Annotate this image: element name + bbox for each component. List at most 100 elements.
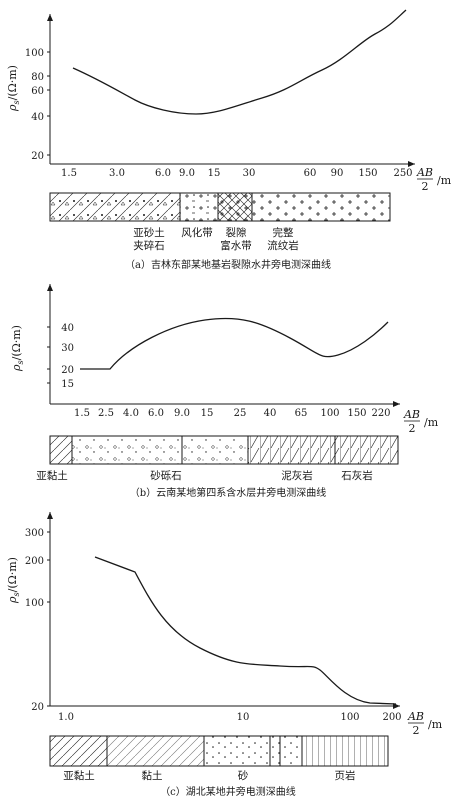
rho-unit: /(Ω·m) <box>6 557 19 592</box>
x-tick-label: 25 <box>234 408 247 419</box>
y-tick-label: 15 <box>61 379 74 390</box>
strata-column <box>49 735 389 767</box>
y-tick-label: 100 <box>25 598 44 609</box>
x-tick-label: 150 <box>358 168 377 179</box>
x-tick-label: 4.0 <box>123 408 139 419</box>
caption-c: （c）湖北某地井旁电测深曲线 <box>160 785 296 798</box>
stratum-fracture-plus <box>218 193 252 221</box>
y-ticks <box>47 51 50 156</box>
x-axis-label-unit: /m <box>428 718 443 731</box>
rho-symbol: ρ <box>6 104 19 112</box>
x-tick-label: 150 <box>347 408 366 419</box>
stratum-rhyolite <box>252 193 390 221</box>
panel-c: 20 100 200 300 ρs/(Ω·m) 1.0 10 100 200 A… <box>6 512 443 798</box>
x-axis-label-unit: /m <box>424 416 439 429</box>
y-tick-label: 300 <box>25 528 44 539</box>
stratum-label: 泥灰岩 <box>281 469 313 482</box>
stratum-label: 石灰岩 <box>341 469 373 482</box>
x-axis-label-ab: AB <box>416 166 433 179</box>
stratum-label: 黏土 <box>142 769 163 782</box>
stratum-silty-clay <box>50 436 72 464</box>
stratum-label: 富水带 <box>220 239 252 252</box>
stratum-label: 砂砾石 <box>150 469 182 482</box>
x-tick-label: 2.5 <box>98 408 114 419</box>
caption-b: （b）云南某地第四系含水层井旁电测深曲线 <box>130 486 326 499</box>
strata-column <box>49 192 391 222</box>
y-tick-labels: 20 40 60 80 100 <box>25 48 44 162</box>
stratum-label: 亚黏土 <box>63 769 95 782</box>
x-tick-label: 6.0 <box>148 408 164 419</box>
x-tick-label: 60 <box>304 168 317 179</box>
x-tick-label: 40 <box>264 408 277 419</box>
y-axis-label: ρs/(Ω·m) <box>10 325 25 372</box>
y-tick-label: 200 <box>25 556 44 567</box>
stratum-label: 裂隙 <box>226 226 247 239</box>
rho-subscript: s <box>12 592 21 596</box>
stratum-shale <box>302 736 388 766</box>
y-tick-label: 20 <box>61 365 74 376</box>
x-tick-label: 9.0 <box>174 408 190 419</box>
rho-subscript: s <box>12 100 21 104</box>
y-axis-label: ρs/(Ω·m) <box>6 65 21 112</box>
y-tick-labels: 20 100 200 300 <box>25 528 44 713</box>
rho-symbol: ρ <box>10 364 23 372</box>
stratum-label: 夹碎石 <box>133 239 165 252</box>
x-axis-label: AB 2 /m <box>403 408 439 435</box>
panel-b: 15 20 30 40 ρs/(Ω·m) 1.5 2.5 4.0 6.0 9.0… <box>10 284 439 499</box>
x-tick-label: 30 <box>243 168 256 179</box>
sounding-curve <box>80 317 389 370</box>
x-axis-label-unit: /m <box>437 174 452 187</box>
x-tick-label: 10 <box>237 712 250 723</box>
rho-symbol: ρ <box>6 596 19 604</box>
y-tick-label: 20 <box>31 702 44 713</box>
x-tick-label: 90 <box>331 168 344 179</box>
x-tick-label: 1.5 <box>61 168 77 179</box>
sounding-curve <box>72 9 407 115</box>
stratum-silty-clay <box>50 736 107 766</box>
x-tick-label: 1.5 <box>74 408 90 419</box>
x-tick-label: 100 <box>340 712 359 723</box>
stratum-label: 亚黏土 <box>36 469 68 482</box>
y-tick-label: 100 <box>25 48 44 59</box>
y-tick-label: 80 <box>31 72 44 83</box>
stratum-label: 砂 <box>238 769 249 782</box>
x-tick-label: 6.0 <box>155 168 171 179</box>
stratum-clay <box>107 736 204 766</box>
svg-text:ρs/(Ω·m): ρs/(Ω·m) <box>6 65 21 112</box>
y-tick-label: 40 <box>31 112 44 123</box>
x-axis-label-two: 2 <box>409 422 416 435</box>
x-tick-label: 100 <box>320 408 339 419</box>
x-tick-label: 1.0 <box>58 712 74 723</box>
y-tick-label: 40 <box>61 323 74 334</box>
x-tick-label: 15 <box>208 168 221 179</box>
stratum-sand <box>204 736 270 766</box>
stratum-label: 页岩 <box>335 769 356 782</box>
svg-text:ρs/(Ω·m): ρs/(Ω·m) <box>10 325 25 372</box>
y-ticks <box>47 531 50 707</box>
x-axis-label-two: 2 <box>413 724 420 737</box>
x-axis-label-ab: AB <box>407 710 424 723</box>
y-tick-labels: 15 20 30 40 <box>61 323 74 390</box>
x-axis-label-two: 2 <box>422 180 429 193</box>
x-axis-label: AB 2 /m <box>407 710 443 737</box>
y-tick-label: 60 <box>31 86 44 97</box>
x-tick-label: 220 <box>371 408 390 419</box>
stratum-label: 流纹岩 <box>267 239 299 252</box>
x-tick-label: 200 <box>382 712 401 723</box>
strata-labels: 亚黏土 黏土 砂 页岩 <box>63 769 355 782</box>
stratum-sandy-gravel <box>72 436 248 464</box>
rho-unit: /(Ω·m) <box>6 65 19 100</box>
x-tick-labels: 1.5 3.0 6.0 9.0 15 30 60 90 150 250 <box>61 168 413 179</box>
stratum-label: 完整 <box>273 226 294 239</box>
svg-text:ρs/(Ω·m): ρs/(Ω·m) <box>6 557 21 604</box>
y-axis-label: ρs/(Ω·m) <box>6 557 21 604</box>
x-axis-label-ab: AB <box>403 408 420 421</box>
x-tick-label: 9.0 <box>179 168 195 179</box>
y-tick-label: 30 <box>61 343 74 354</box>
stratum-marl-limestone <box>248 436 398 464</box>
x-tick-label: 15 <box>201 408 214 419</box>
strata-column <box>49 435 399 465</box>
x-tick-labels: 1.5 2.5 4.0 6.0 9.0 15 25 40 65 100 150 … <box>74 408 391 419</box>
x-tick-label: 3.0 <box>109 168 125 179</box>
